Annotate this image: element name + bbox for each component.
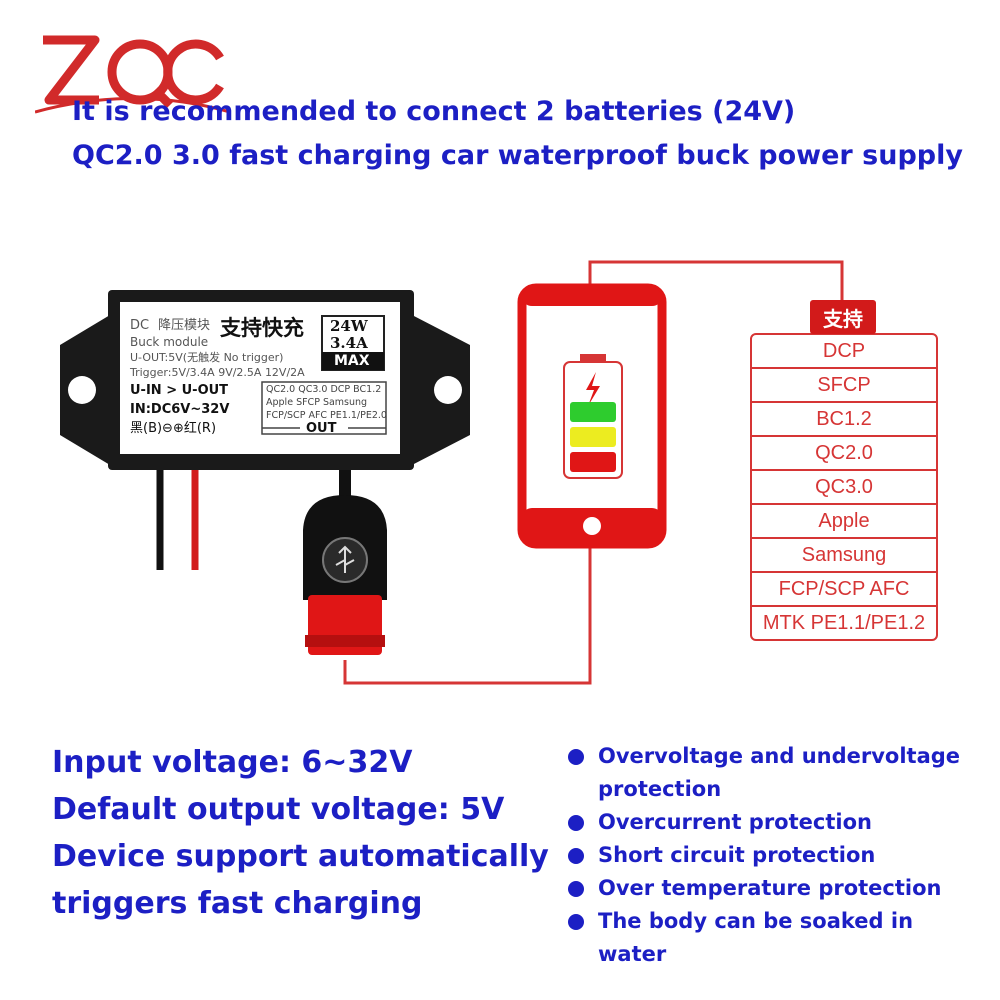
module-proto-row1: QC2.0 QC3.0 DCP BC1.2 — [266, 384, 382, 395]
module-badge-w: 24W — [330, 317, 368, 335]
module-uout: U-OUT:5V(无触发 No trigger) — [130, 351, 284, 364]
feature-text: Overcurrent protection — [598, 810, 872, 834]
feature-text: Short circuit protection — [598, 843, 876, 867]
bullet-icon — [568, 749, 584, 765]
support-item: QC3.0 — [752, 471, 936, 505]
battery-level-red — [570, 452, 616, 472]
support-item: Samsung — [752, 539, 936, 573]
module-badge-max: MAX — [334, 353, 370, 369]
bullet-icon — [568, 848, 584, 864]
bullet-icon — [568, 881, 584, 897]
support-item: SFCP — [752, 369, 936, 403]
feature-item: Over temperature protection — [568, 872, 988, 905]
feature-text: The body can be soaked in water — [598, 909, 914, 966]
protection-feature-list: Overvoltage and undervoltage protection … — [568, 740, 988, 971]
spec-input-voltage: Input voltage: 6~32V — [52, 745, 413, 780]
module-uin-uout: U-IN > U-OUT — [130, 383, 229, 398]
module-in-range: IN:DC6V~32V — [130, 402, 230, 417]
support-item: Apple — [752, 505, 936, 539]
battery-level-green — [570, 402, 616, 422]
spec-auto-trigger-2: triggers fast charging — [52, 886, 423, 921]
feature-text: Overvoltage and undervoltage protection — [598, 744, 961, 801]
module-out-label: OUT — [306, 421, 337, 436]
battery-level-yellow — [570, 427, 616, 447]
support-item: DCP — [752, 335, 936, 369]
module-proto-row3: FCP/SCP AFC PE1.1/PE2.0 — [266, 410, 387, 421]
feature-item: Overvoltage and undervoltage protection — [568, 740, 988, 806]
module-badge-a: 3.4A — [330, 334, 368, 352]
spec-auto-trigger-1: Device support automatically — [52, 839, 549, 874]
support-title: 支持 — [810, 300, 876, 334]
bullet-icon — [568, 815, 584, 831]
header-line-1: It is recommended to connect 2 batteries… — [72, 96, 796, 127]
module-proto-row2: Apple SFCP Samsung — [266, 397, 368, 408]
zqc-logo — [35, 35, 231, 114]
support-item: MTK PE1.1/PE1.2 — [762, 611, 926, 634]
feature-item: The body can be soaked in water — [568, 905, 988, 971]
module-en-module: Buck module — [130, 335, 209, 349]
module-trigger: Trigger:5V/3.4A 9V/2.5A 12V/2A — [130, 366, 305, 379]
support-list: DCP SFCP BC1.2 QC2.0 QC3.0 Apple Samsung… — [750, 333, 938, 641]
module-cn-module: 降压模块 — [158, 318, 211, 333]
wiring-diagram — [60, 260, 844, 685]
support-item: FCP/SCP AFC — [752, 573, 936, 607]
phone-home-button — [583, 517, 601, 535]
feature-item: Short circuit protection — [568, 839, 988, 872]
support-item: QC2.0 — [752, 437, 936, 471]
module-cn-fast: 支持快充 — [220, 316, 304, 340]
module-dc: DC — [130, 318, 150, 333]
spec-output-voltage: Default output voltage: 5V — [52, 792, 505, 827]
module-polarity: 黑(B)⊖⊕红(R) — [130, 421, 217, 436]
support-item: BC1.2 — [752, 403, 936, 437]
bullet-icon — [568, 914, 584, 930]
header-line-2: QC2.0 3.0 fast charging car waterproof b… — [72, 140, 963, 171]
feature-text: Over temperature protection — [598, 876, 942, 900]
feature-item: Overcurrent protection — [568, 806, 988, 839]
